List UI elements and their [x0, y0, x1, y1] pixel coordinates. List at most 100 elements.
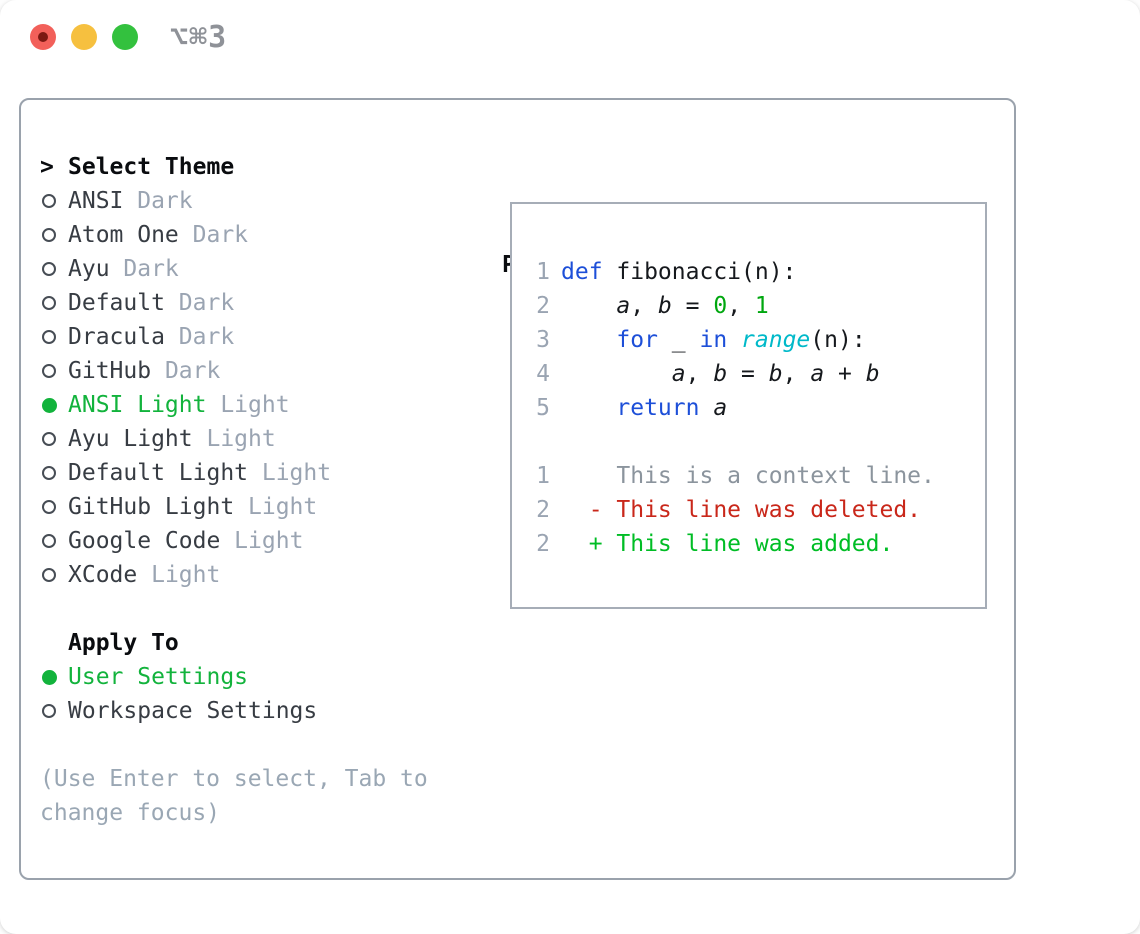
code-token-num: 0 [713, 293, 728, 319]
option-label: Ayu Light [68, 426, 193, 452]
selection-caret-icon: > [40, 154, 54, 180]
option-label: GitHub [68, 358, 152, 384]
code-line: 2 + This line was added. [534, 527, 935, 561]
code-token-pl: , [685, 361, 714, 387]
theme-variant-label: Dark [178, 222, 249, 248]
theme-option-github-light[interactable]: GitHub Light Light [40, 490, 331, 524]
code-token-add: + This line was added. [561, 531, 894, 557]
theme-variant-label: Light [206, 392, 290, 418]
line-number: 1 [536, 463, 550, 489]
code-token-var: b [865, 361, 880, 387]
option-label: Default [68, 290, 165, 316]
apply-option-user-settings[interactable]: User Settings [40, 660, 317, 694]
option-label: ANSI [68, 188, 124, 214]
line-number: 5 [536, 395, 550, 421]
minimize-button[interactable] [71, 24, 97, 50]
theme-variant-label: Dark [123, 188, 193, 214]
theme-option-ayu-light[interactable]: Ayu Light Light [40, 422, 331, 456]
radio-unselected-icon [40, 704, 68, 718]
code-token-pl: , [630, 293, 658, 319]
code-line: 1 def fibonacci(n): [534, 255, 935, 289]
code-token-pl [727, 327, 741, 353]
line-number: 2 [536, 531, 550, 557]
radio-selected-icon [40, 669, 68, 685]
section-header-label: Select Theme [68, 154, 235, 180]
theme-variant-label: Dark [164, 290, 235, 316]
option-label: Atom One [68, 222, 179, 248]
apply-to-header: Apply To [40, 626, 317, 660]
theme-variant-label: Light [192, 426, 276, 452]
code-token-pl: = [671, 293, 714, 319]
theme-option-ansi-light[interactable]: ANSI Light Light [40, 388, 331, 422]
code-token-pl [561, 327, 616, 353]
zoom-button[interactable] [112, 24, 138, 50]
theme-option-default-light[interactable]: Default Light Light [40, 456, 331, 490]
theme-option-ayu[interactable]: Ayu Dark [40, 252, 331, 286]
line-number: 2 [536, 293, 550, 319]
code-token-kw: for [616, 327, 658, 353]
radio-selected-icon [40, 397, 68, 413]
line-number: 1 [536, 259, 550, 285]
radio-unselected-icon [40, 432, 68, 446]
code-token-fn: range [741, 327, 811, 353]
code-token-var: a [616, 293, 631, 319]
theme-option-google-code[interactable]: Google Code Light [40, 524, 331, 558]
code-preview: 1 def fibonacci(n): 2 a, b = 0, 1 3 for _ i… [534, 255, 935, 561]
radio-unselected-icon [40, 228, 68, 242]
theme-variant-label: Dark [164, 324, 235, 350]
line-number: 4 [536, 361, 550, 387]
theme-option-ansi[interactable]: ANSI Dark [40, 184, 331, 218]
code-token-pl: = [727, 361, 769, 387]
theme-variant-label: Light [220, 528, 304, 554]
code-token-kw: return [616, 395, 700, 421]
code-token-var: b [657, 293, 672, 319]
code-token-num: 1 [754, 293, 769, 319]
code-token-kw: in [699, 327, 728, 353]
radio-unselected-icon [40, 364, 68, 378]
code-token-pl [699, 395, 713, 421]
code-token-del: - This line was deleted. [561, 497, 922, 523]
code-token-pl [561, 395, 616, 421]
radio-unselected-icon [40, 330, 68, 344]
apply-option-workspace-settings[interactable]: Workspace Settings [40, 694, 317, 728]
theme-option-dracula[interactable]: Dracula Dark [40, 320, 331, 354]
radio-unselected-icon [40, 568, 68, 582]
radio-unselected-icon [40, 194, 68, 208]
window-hotkey-label: ⌥⌘3 [170, 20, 228, 55]
theme-variant-label: Light [248, 460, 332, 486]
option-label: Default Light [68, 460, 249, 486]
code-token-var: b [713, 361, 728, 387]
radio-unselected-icon [40, 466, 68, 480]
option-label: Workspace Settings [68, 698, 318, 724]
code-token-pl: , [782, 361, 811, 387]
code-token-kw: def [561, 259, 603, 285]
theme-option-atom-one[interactable]: Atom One Dark [40, 218, 331, 252]
code-token-pl: fibonacci(n): [602, 259, 797, 285]
theme-variant-label: Light [234, 494, 318, 520]
theme-variant-label: Dark [109, 256, 179, 282]
theme-option-github[interactable]: GitHub Dark [40, 354, 331, 388]
code-token-pl: _ [657, 327, 700, 353]
code-token-pl [561, 361, 672, 387]
code-line [534, 425, 935, 459]
option-label: User Settings [68, 664, 249, 690]
line-number: 3 [536, 327, 550, 353]
preview-box: 1 def fibonacci(n): 2 a, b = 0, 1 3 for _ i… [510, 202, 987, 609]
close-button[interactable] [30, 24, 56, 50]
code-token-var: a [713, 395, 728, 421]
theme-option-default[interactable]: Default Dark [40, 286, 331, 320]
radio-unselected-icon [40, 500, 68, 514]
code-line: 2 a, b = 0, 1 [534, 289, 935, 323]
line-number: 2 [536, 497, 550, 523]
option-label: XCode [68, 562, 138, 588]
theme-option-xcode[interactable]: XCode Light [40, 558, 331, 592]
code-token-pl: (n): [810, 327, 866, 353]
option-label: GitHub Light [68, 494, 235, 520]
code-line: 2 - This line was deleted. [534, 493, 935, 527]
theme-list-header: > Select Theme [40, 150, 331, 184]
section-header-label: Apply To [68, 630, 179, 656]
